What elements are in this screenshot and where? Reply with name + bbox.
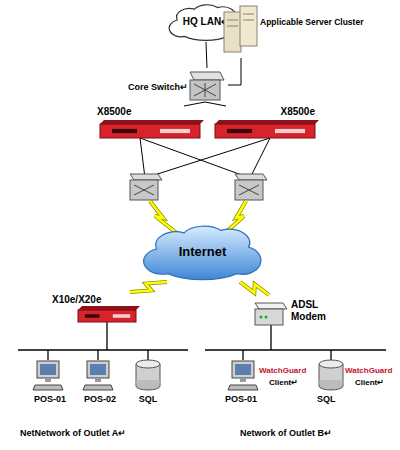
network-caption: Network of Outlet B↵ bbox=[240, 428, 332, 438]
core-switch: Core Switch↵ bbox=[128, 68, 228, 102]
pos-terminal: POS-01 bbox=[28, 356, 72, 408]
lan-link bbox=[205, 102, 226, 106]
client-tag: Client↵ bbox=[355, 378, 384, 387]
device-label: ADSL Modem bbox=[291, 299, 331, 322]
wan-link bbox=[240, 282, 269, 295]
cloud-label: Internet bbox=[179, 245, 227, 260]
access-switch-icon bbox=[130, 174, 267, 200]
lan-link bbox=[206, 42, 207, 68]
cloud-label: HQ LAN↵ bbox=[183, 16, 229, 28]
firewall-appliance: X8500e bbox=[210, 106, 316, 142]
pos-terminal: POS-01 WatchGuardClient↵ bbox=[225, 356, 309, 408]
device-label: X8500e bbox=[97, 106, 131, 118]
firewall-switch-links bbox=[140, 138, 270, 178]
brand-mark: WatchGuard bbox=[259, 366, 306, 375]
internet-cloud: Internet bbox=[145, 222, 260, 282]
firewall-appliance: X10e/X20e bbox=[48, 292, 143, 324]
pos-terminal: POS-02 bbox=[78, 356, 122, 408]
device-label: SQL bbox=[317, 394, 336, 404]
lan-link bbox=[228, 58, 241, 85]
lan-bus-lines bbox=[18, 322, 386, 360]
adsl-modem: ADSL Modem bbox=[255, 295, 350, 329]
device-label: X8500e bbox=[281, 106, 315, 118]
device-label: POS-02 bbox=[84, 394, 116, 404]
server-icon bbox=[220, 4, 390, 58]
connector-line bbox=[130, 282, 167, 292]
device-label: SQL bbox=[139, 394, 158, 404]
lan-link bbox=[184, 102, 205, 106]
database-server: SQL bbox=[128, 356, 168, 408]
device-label: X10e/X20e bbox=[52, 294, 102, 306]
connector-line bbox=[228, 58, 241, 85]
device-label: POS-01 bbox=[225, 394, 257, 404]
wan-link bbox=[130, 282, 167, 292]
connector-line bbox=[240, 282, 269, 295]
brand-mark: WatchGuard bbox=[345, 366, 392, 375]
connector-line bbox=[130, 282, 167, 292]
connector-line bbox=[205, 102, 226, 106]
device-label: POS-01 bbox=[34, 394, 66, 404]
server-label: Applicable Server Cluster bbox=[260, 18, 363, 28]
database-server: SQL WatchGuardClient↵ bbox=[315, 356, 397, 408]
server-cluster: Applicable Server Cluster bbox=[220, 4, 390, 58]
connector-line bbox=[184, 102, 205, 106]
connector-line bbox=[206, 42, 207, 68]
client-tag: Client↵ bbox=[269, 378, 298, 387]
firewall-appliance: X8500e bbox=[95, 106, 200, 142]
connector-line bbox=[240, 282, 269, 295]
switch-label: Core Switch↵ bbox=[128, 82, 188, 92]
network-caption: NetNetwork of Outlet A↵ bbox=[20, 428, 126, 438]
